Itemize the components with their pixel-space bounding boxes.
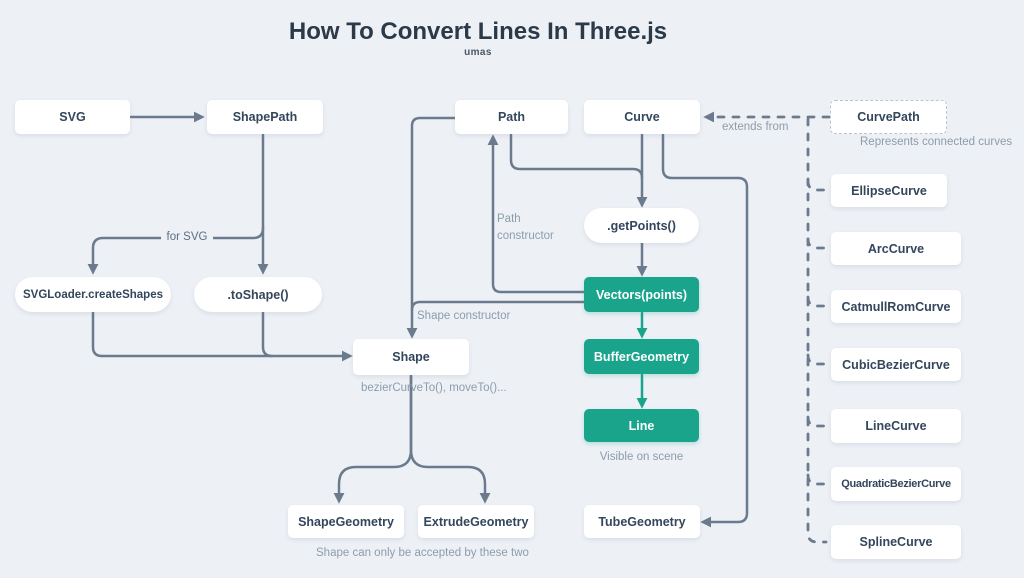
- arrow-shapepath-to-svgloader: [87, 226, 265, 275]
- node-catmullromcurve: CatmullRomCurve: [831, 290, 961, 323]
- node-curve: Curve: [584, 100, 700, 134]
- arrow-shape-to-shapegeometry: [333, 374, 413, 504]
- node-cubicbeziercurve: CubicBezierCurve: [831, 348, 961, 381]
- arrow-curve-to-tubegeometry: [661, 133, 749, 528]
- dashed-stub-quadraticbeziercurve: [806, 473, 828, 486]
- dashed-spine-curve-types: [806, 117, 828, 544]
- label-shape-constructor: Shape constructor: [417, 310, 511, 322]
- label-represents-connected-curves: Represents connected curves: [860, 136, 1013, 148]
- node-shape: Shape: [353, 339, 469, 375]
- node-quadraticbeziercurve: QuadraticBezierCurve: [831, 467, 961, 501]
- node-shapepath: ShapePath: [207, 100, 323, 134]
- node-vectors-points: Vectors(points): [584, 277, 699, 312]
- line-toshape-join: [261, 311, 274, 358]
- dashed-stub-catmullromcurve: [806, 295, 828, 308]
- label-path-constructor: Path constructor: [497, 213, 554, 242]
- node-tubegeometry: TubeGeometry: [584, 505, 700, 538]
- label-visible-on-scene: Visible on scene: [599, 451, 684, 463]
- page-title: How To Convert Lines In Three.js: [288, 18, 668, 45]
- label-extends-from: extends from: [722, 121, 789, 133]
- arrow-vectors-to-path: [487, 134, 586, 294]
- label-for-svg: for SVG: [161, 231, 213, 243]
- dashed-stub-linecurve: [806, 415, 828, 428]
- node-shapegeometry: ShapeGeometry: [288, 505, 404, 538]
- node-svgloader-createshapes: SVGLoader.createShapes: [15, 277, 171, 312]
- node-extrudegeometry: ExtrudeGeometry: [418, 505, 534, 538]
- page-subtitle: umas: [464, 47, 492, 58]
- node-svg: SVG: [15, 100, 130, 134]
- node-buffergeometry: BufferGeometry: [584, 339, 699, 374]
- node-splinecurve: SplineCurve: [831, 525, 961, 559]
- dashed-stub-arccurve: [806, 237, 828, 250]
- node-toshape: .toShape(): [194, 277, 322, 312]
- line-path-to-getpoints-join: [509, 133, 644, 180]
- dashed-stub-cubicbeziercurve: [806, 353, 828, 366]
- arrow-shape-to-extrudegeometry: [409, 374, 491, 504]
- dashed-stub-ellipsecurve: [806, 179, 828, 192]
- node-arccurve: ArcCurve: [831, 232, 961, 265]
- label-bezier-methods: bezierCurveTo(), moveTo()...: [361, 382, 507, 394]
- node-curvepath: CurvePath: [830, 100, 947, 134]
- arrow-svgloader-to-shape: [91, 311, 353, 362]
- node-line: Line: [584, 409, 699, 442]
- node-ellipsecurve: EllipseCurve: [831, 174, 947, 207]
- node-getpoints: .getPoints(): [584, 208, 699, 243]
- node-linecurve: LineCurve: [831, 409, 961, 443]
- arrow-path-to-shape: [406, 116, 457, 339]
- node-path: Path: [455, 100, 568, 134]
- label-accepted-note: Shape can only be accepted by these two: [316, 547, 529, 559]
- line-vectors-to-shape-join: [410, 300, 586, 312]
